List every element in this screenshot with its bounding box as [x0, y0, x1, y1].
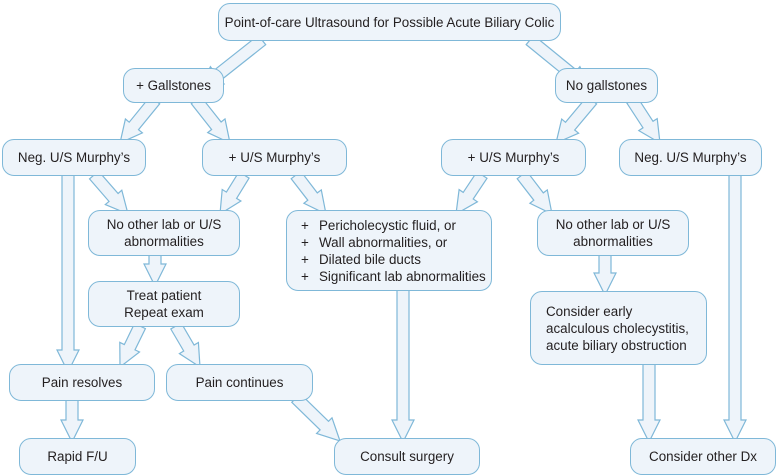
- node-text-line: abnormalities: [124, 234, 204, 249]
- arrow-findings-to-consult_surgery: [391, 289, 415, 444]
- node-gallstones: + Gallstones: [123, 68, 224, 103]
- arrow-gs_neg_murphy-to-pain_resolves: [56, 174, 80, 374]
- plus-bullet: +: [301, 217, 309, 233]
- node-text: Rapid F/U: [47, 448, 107, 465]
- arrow-treat-to-pain_resolves: [119, 322, 147, 369]
- arrow-consider_early-to-consider_other: [637, 363, 661, 444]
- node-text-line: Treat patient: [126, 288, 202, 303]
- node-text-line: Rapid F/U: [47, 449, 108, 464]
- plus-bullet: +: [301, 234, 309, 250]
- node-text-line: Neg. U/S Murphy’s: [634, 150, 747, 165]
- node-text: No other lab or U/S abnormalities: [107, 216, 222, 250]
- finding-text: Pericholecystic fluid, or: [319, 217, 456, 233]
- node-text: + Gallstones: [136, 77, 211, 94]
- arrow-ngs_pos_murphy-to-findings: [455, 170, 488, 216]
- node-pain-continues: Pain continues: [166, 364, 313, 401]
- arrow-gs_pos_murphy-to-gs_no_other: [219, 171, 250, 216]
- node-text: Consider other Dx: [649, 448, 757, 465]
- node-text: + U/S Murphy’s: [468, 149, 560, 166]
- node-consider-other-dx: Consider other Dx: [630, 438, 776, 475]
- node-consult-surgery: Consult surgery: [334, 438, 480, 475]
- arrow-gallstones-to-gs_neg_murphy: [119, 95, 161, 145]
- node-text-line: No gallstones: [565, 78, 648, 93]
- node-no-gallstones-pos-murphy: + U/S Murphy’s: [441, 139, 586, 176]
- arrow-pain_resolves-to-rapid_fu: [60, 399, 84, 444]
- node-text: Neg. U/S Murphy’s: [18, 149, 130, 166]
- node-root-title: Point-of-care Ultrasound for Possible Ac…: [218, 3, 561, 41]
- node-text-line: No other lab or U/S: [106, 217, 222, 232]
- node-text: Point-of-care Ultrasound for Possible Ac…: [225, 14, 555, 31]
- arrow-gs_pos_murphy-to-findings: [290, 170, 327, 216]
- node-text-line: Pain continues: [195, 375, 284, 390]
- arrow-gs_neg_murphy-to-gs_no_other: [88, 170, 129, 216]
- finding-item: + Dilated bile ducts: [301, 251, 486, 268]
- finding-item: + Wall abnormalities, or: [301, 234, 486, 251]
- node-text-line: Neg. U/S Murphy’s: [17, 150, 131, 165]
- arrow-ngs_neg_murphy-to-consider_other: [723, 174, 747, 444]
- node-text-line: No other lab or U/S: [555, 217, 671, 232]
- plus-bullet: +: [301, 251, 309, 267]
- node-text: Neg. U/S Murphy’s: [634, 149, 746, 166]
- node-text-line: Consider early: [546, 303, 633, 319]
- arrow-ngs_pos_murphy-to-ngs_no_other: [516, 170, 553, 216]
- node-no-gallstones-no-other-abnormalities: No other lab or U/S abnormalities: [537, 210, 689, 256]
- node-no-gallstones-neg-murphy: Neg. U/S Murphy’s: [619, 139, 762, 176]
- node-text-line: + U/S Murphy’s: [228, 150, 321, 165]
- node-text-line: + Gallstones: [136, 78, 211, 93]
- node-text-line: Consult surgery: [360, 449, 454, 464]
- node-text-line: + U/S Murphy’s: [467, 150, 560, 165]
- node-text-line: acute biliary obstruction: [546, 337, 687, 353]
- finding-item: + Pericholecystic fluid, or: [301, 217, 486, 234]
- node-gallstones-neg-murphy: Neg. U/S Murphy’s: [2, 139, 146, 176]
- node-gallstones-no-other-abnormalities: No other lab or U/S abnormalities: [88, 210, 240, 256]
- node-text-line: acalculous cholecystitis,: [546, 320, 689, 336]
- node-pain-resolves: Pain resolves: [9, 364, 155, 401]
- arrow-nogallstones-to-ngs_neg_murphy: [626, 95, 661, 145]
- node-text-line: abnormalities: [573, 234, 653, 249]
- arrow-nogallstones-to-ngs_pos_murphy: [555, 95, 598, 145]
- node-text: No other lab or U/S abnormalities: [556, 216, 671, 250]
- arrow-treat-to-pain_continues: [169, 322, 201, 369]
- node-gallstones-pos-murphy: + U/S Murphy’s: [202, 139, 347, 176]
- node-text: Consult surgery: [360, 448, 454, 465]
- finding-text: Significant lab abnormalities: [319, 268, 486, 284]
- node-text: No gallstones: [566, 77, 647, 94]
- node-text: + U/S Murphy’s: [229, 149, 321, 166]
- node-text: Pain continues: [196, 374, 284, 391]
- node-positive-findings: + Pericholecystic fluid, or + Wall abnormal…: [286, 210, 492, 291]
- node-no-gallstones: No gallstones: [555, 68, 658, 103]
- plus-bullet: +: [301, 268, 309, 284]
- node-text-line: Consider other Dx: [649, 449, 757, 464]
- finding-text: Wall abnormalities, or: [319, 234, 448, 250]
- arrow-gallstones-to-gs_pos_murphy: [190, 95, 231, 145]
- arrow-ngs_no_other-to-consider_early: [593, 254, 617, 297]
- node-text-line: Point-of-care Ultrasound for Possible Ac…: [224, 14, 555, 30]
- finding-item: + Significant lab abnormalities: [301, 268, 486, 285]
- finding-text: Dilated bile ducts: [319, 251, 421, 267]
- node-text-line: Repeat exam: [124, 305, 204, 320]
- node-text: + Pericholecystic fluid, or + Wall abnormal…: [301, 217, 486, 285]
- node-rapid-follow-up: Rapid F/U: [19, 438, 136, 475]
- node-text-line: Pain resolves: [41, 375, 123, 390]
- arrow-gs_no_other-to-treat: [143, 254, 167, 288]
- node-text: Pain resolves: [42, 374, 122, 391]
